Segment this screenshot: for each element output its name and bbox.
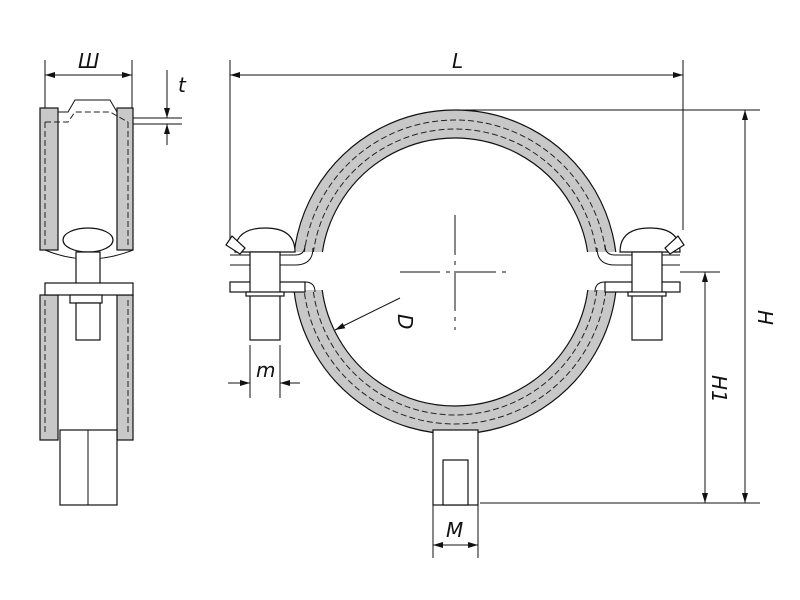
height1-label: H1 <box>707 375 731 403</box>
diameter-leader <box>334 297 401 331</box>
height-label: H <box>753 310 777 325</box>
length-label: L <box>452 49 463 73</box>
side-view: Ш t <box>39 49 187 506</box>
bolt-thread-label: m <box>256 358 275 382</box>
front-view: L H H1 D m M <box>225 49 777 558</box>
nut-thread-label: M <box>446 518 463 542</box>
diameter-label: D <box>393 314 417 329</box>
thickness-label: t <box>178 73 187 97</box>
width-label: Ш <box>78 49 99 73</box>
